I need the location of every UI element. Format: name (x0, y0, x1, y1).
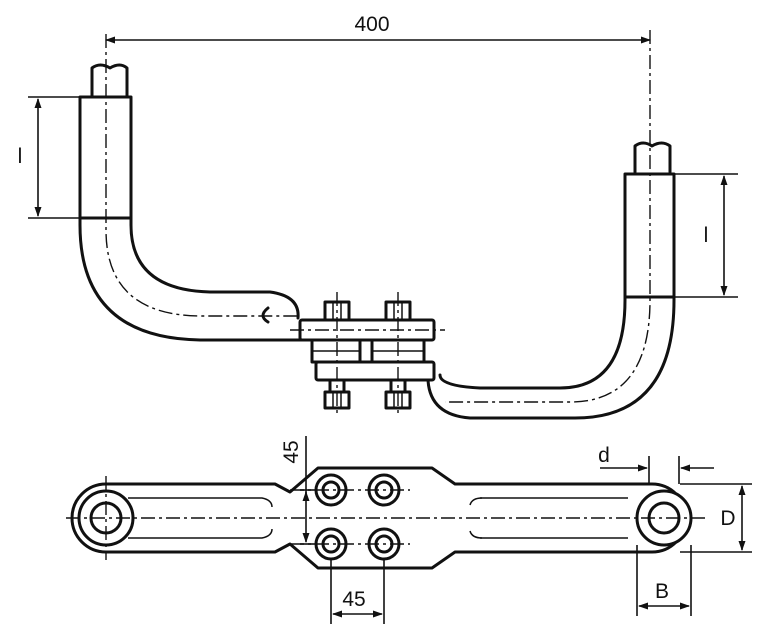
dimension-overall-width: 400 (105, 13, 651, 44)
dimension-left-length: l (18, 96, 80, 219)
left-flat-end-notch (261, 306, 270, 324)
dimension-bolt-horizontal: 45 (330, 560, 385, 624)
dimension-end-width: B (636, 545, 692, 616)
dimension-bolt-horizontal-label: 45 (342, 588, 365, 611)
plan-outline (70, 466, 688, 570)
left-bar-centerline (105, 34, 300, 317)
dimension-right-length-label: l (704, 224, 709, 247)
right-bar-centerline (445, 30, 651, 403)
dimension-bolt-vertical: 45 (280, 436, 316, 545)
lower-clamp-plate (314, 360, 436, 382)
bolt-left (323, 292, 351, 415)
dimension-right-length: l (674, 173, 738, 298)
left-connector-bar (78, 95, 320, 342)
dimension-bolt-vertical-label: 45 (280, 440, 303, 463)
dimension-end-diameter-label: D (720, 507, 735, 530)
elevation-view: 400 l l (18, 13, 738, 420)
dimension-hole-diameter-label: d (598, 444, 610, 467)
bolt-right (384, 292, 412, 415)
right-connector-bar (426, 172, 676, 420)
dimension-end-width-label: B (655, 580, 669, 603)
dimension-overall-width-label: 400 (354, 13, 389, 36)
dimension-hole-diameter: d (598, 444, 714, 484)
dimension-left-length-label: l (18, 145, 23, 168)
left-conductor-stub (90, 63, 129, 99)
right-conductor-stub (633, 141, 672, 174)
dimension-end-diameter: D (680, 483, 752, 553)
plan-view: 45 45 d D B (66, 436, 752, 624)
